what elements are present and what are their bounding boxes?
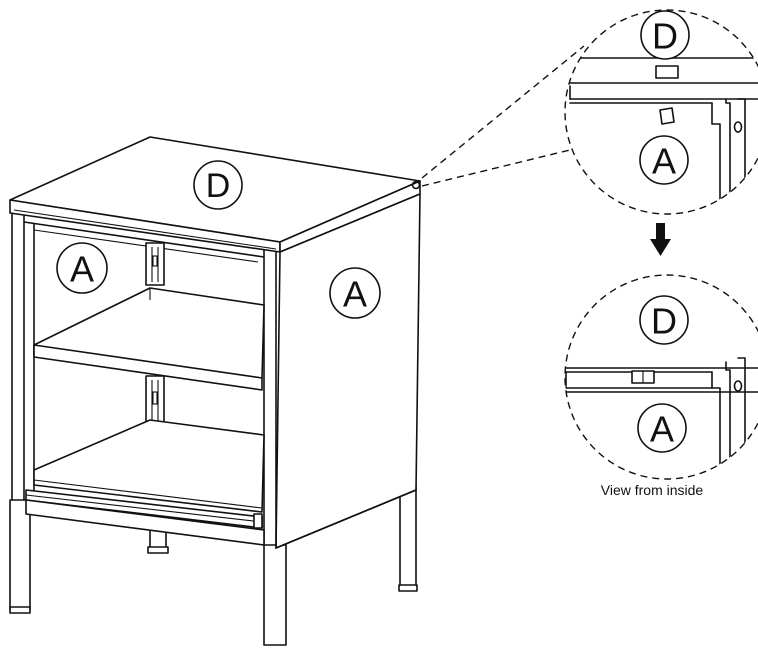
bottom-shelf [25, 419, 265, 529]
front-right-leg [263, 544, 287, 646]
arrow-down-icon [650, 223, 671, 256]
label-side-panel: A [329, 267, 381, 319]
detail-after-label-d-text: D [651, 301, 677, 342]
detail-after-label-a: A [637, 403, 687, 453]
cabinet: D A A [9, 136, 421, 646]
side-panel [275, 193, 421, 549]
rear-right-foot [398, 584, 418, 592]
label-top-panel-text: D [206, 167, 231, 205]
detail-before-label-d: D [640, 10, 690, 60]
detail-before-label-a-text: A [652, 141, 676, 182]
rear-right-leg [399, 484, 417, 588]
detail-before-label-a: A [639, 135, 689, 185]
detail-after-label-a-text: A [650, 409, 674, 450]
label-side-panel-text: A [343, 274, 367, 315]
detail-view-before: D A [564, 9, 758, 215]
detail-before-label-d-text: D [652, 16, 678, 57]
label-top-panel: D [193, 160, 243, 210]
caption-view-from-inside: View from inside [601, 482, 704, 498]
front-left-leg [9, 499, 31, 611]
front-left-foot [9, 606, 31, 614]
callout-lines [421, 45, 585, 187]
label-back-panel-text: A [70, 249, 94, 290]
rear-uprights [145, 242, 165, 427]
front-frame [11, 212, 277, 549]
bottom-apron [25, 489, 417, 549]
rear-left-foot [147, 546, 169, 554]
detail-view-after: D A [564, 274, 758, 480]
detail-after-label-d: D [639, 295, 689, 345]
middle-shelf [33, 287, 265, 391]
label-back-panel: A [56, 242, 108, 294]
